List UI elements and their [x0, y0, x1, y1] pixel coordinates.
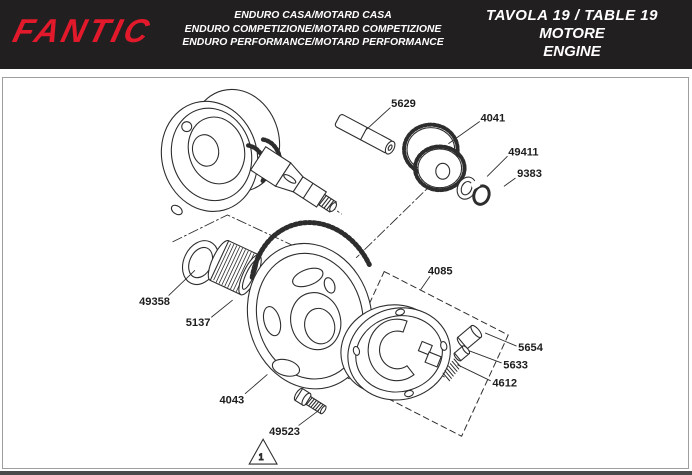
engine-exploded-diagram: 5629 4041 49411 9383 49358 5137 4043 495…	[139, 88, 544, 465]
part-4041-gear	[402, 122, 467, 193]
model-list: ENDURO CASA/MOTARD CASA ENDURO COMPETIZI…	[165, 9, 461, 50]
part-label-5633: 5633	[503, 360, 528, 372]
page-marker: 1	[248, 438, 278, 465]
leader-lines	[168, 107, 517, 426]
title-english: ENGINE	[543, 43, 601, 60]
part-4085-clutch	[340, 304, 451, 401]
part-label-5629: 5629	[391, 98, 416, 110]
part-49523-bolt	[293, 387, 327, 415]
model-line-1: ENDURO CASA/MOTARD CASA	[234, 10, 392, 21]
exploded-view-panel: 5629 4041 49411 9383 49358 5137 4043 495…	[2, 77, 689, 469]
part-label-5137: 5137	[186, 317, 211, 329]
part-label-4612: 4612	[492, 378, 517, 390]
part-label-4043: 4043	[219, 394, 244, 406]
part-label-49358: 49358	[139, 296, 170, 308]
footer-strip	[0, 471, 692, 475]
model-line-2: ENDURO COMPETIZIONE/MOTARD COMPETIZIONE	[184, 23, 442, 35]
page-number: 1	[259, 452, 264, 462]
part-5654-roller	[456, 324, 483, 350]
fantic-logo: FANTIC	[9, 12, 156, 49]
part-label-5654: 5654	[518, 342, 544, 354]
part-9383-circlip	[470, 179, 491, 206]
part-5633-plunger	[453, 345, 471, 362]
table-title-block: TAVOLA 19 / TABLE 19 MOTORE ENGINE	[452, 7, 692, 61]
part-label-9383: 9383	[517, 168, 542, 180]
part-label-49411: 49411	[508, 146, 538, 158]
part-label-49523: 49523	[269, 426, 300, 438]
part-5137-bearing	[207, 240, 262, 296]
title-italian: MOTORE	[539, 25, 605, 42]
table-number: TAVOLA 19 / TABLE 19	[486, 7, 658, 24]
part-label-4085: 4085	[428, 265, 453, 277]
model-line-3: ENDURO PERFORMANCE/MOTARD PERFORMANCE	[182, 37, 444, 48]
part-5629-shaft	[334, 114, 396, 155]
crank-shaft-end	[249, 145, 338, 213]
crankshaft-assembly	[160, 88, 338, 216]
part-label-4041: 4041	[480, 113, 505, 125]
header-bar: FANTIC ENDURO CASA/MOTARD CASA ENDURO CO…	[0, 0, 692, 69]
